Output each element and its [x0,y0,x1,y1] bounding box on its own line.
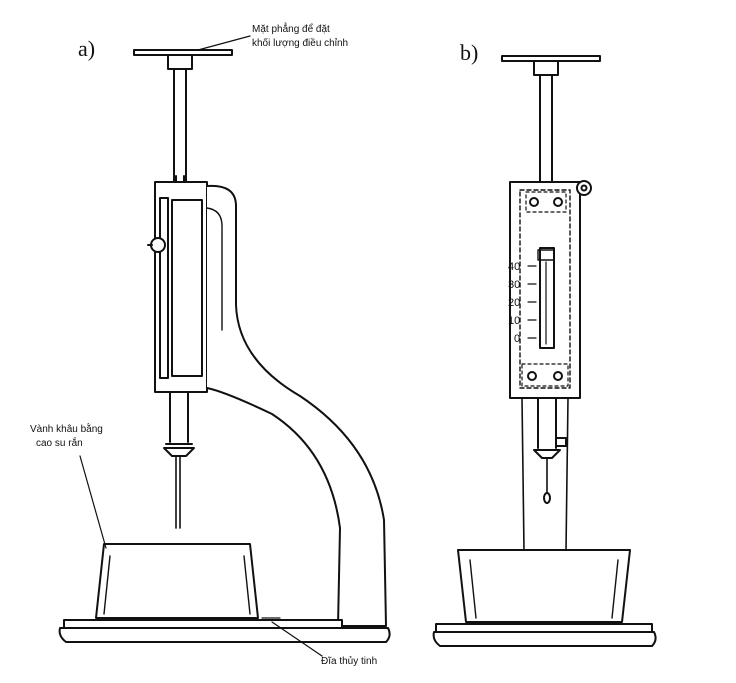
panel-label-b: b) [460,40,479,65]
apparatus-a [58,35,391,657]
pivot-knob-b [576,180,592,196]
apparatus-b [432,55,657,647]
stand-arm-a [206,184,387,627]
scale-tick-label: 40 [508,261,520,273]
weight-plate-b [501,55,601,62]
label-top-line1: Mặt phẳng để đặt [252,24,330,35]
panel-label-a: a) [78,36,96,61]
leader-left [79,455,107,549]
leader-top [197,35,251,51]
label-bottom: Đĩa thủy tinh [321,656,378,667]
set-screw-a [150,237,166,253]
leader-bottom [271,621,323,657]
base-plate-b [435,623,653,633]
scale-tick-label: 30 [508,279,520,291]
scale-slot-b [539,247,555,349]
sample-ring-a [95,543,259,619]
label-left-line2: cao su rắn [36,438,83,449]
plate-collar-a [167,54,193,70]
base-plate-a [63,619,343,629]
scale-tick-label: 10 [508,315,520,327]
label-top-line2: khối lượng điều chỉnh [252,38,349,49]
scale-tick-label: 20 [508,297,520,309]
label-left-line1: Vành khâu bằng [30,424,103,435]
sample-ring-b [457,549,631,623]
plate-collar-b [533,60,559,76]
scale-labels-b: 40 30 20 10 0 [508,261,520,345]
scale-tick-label: 0 [514,333,520,345]
